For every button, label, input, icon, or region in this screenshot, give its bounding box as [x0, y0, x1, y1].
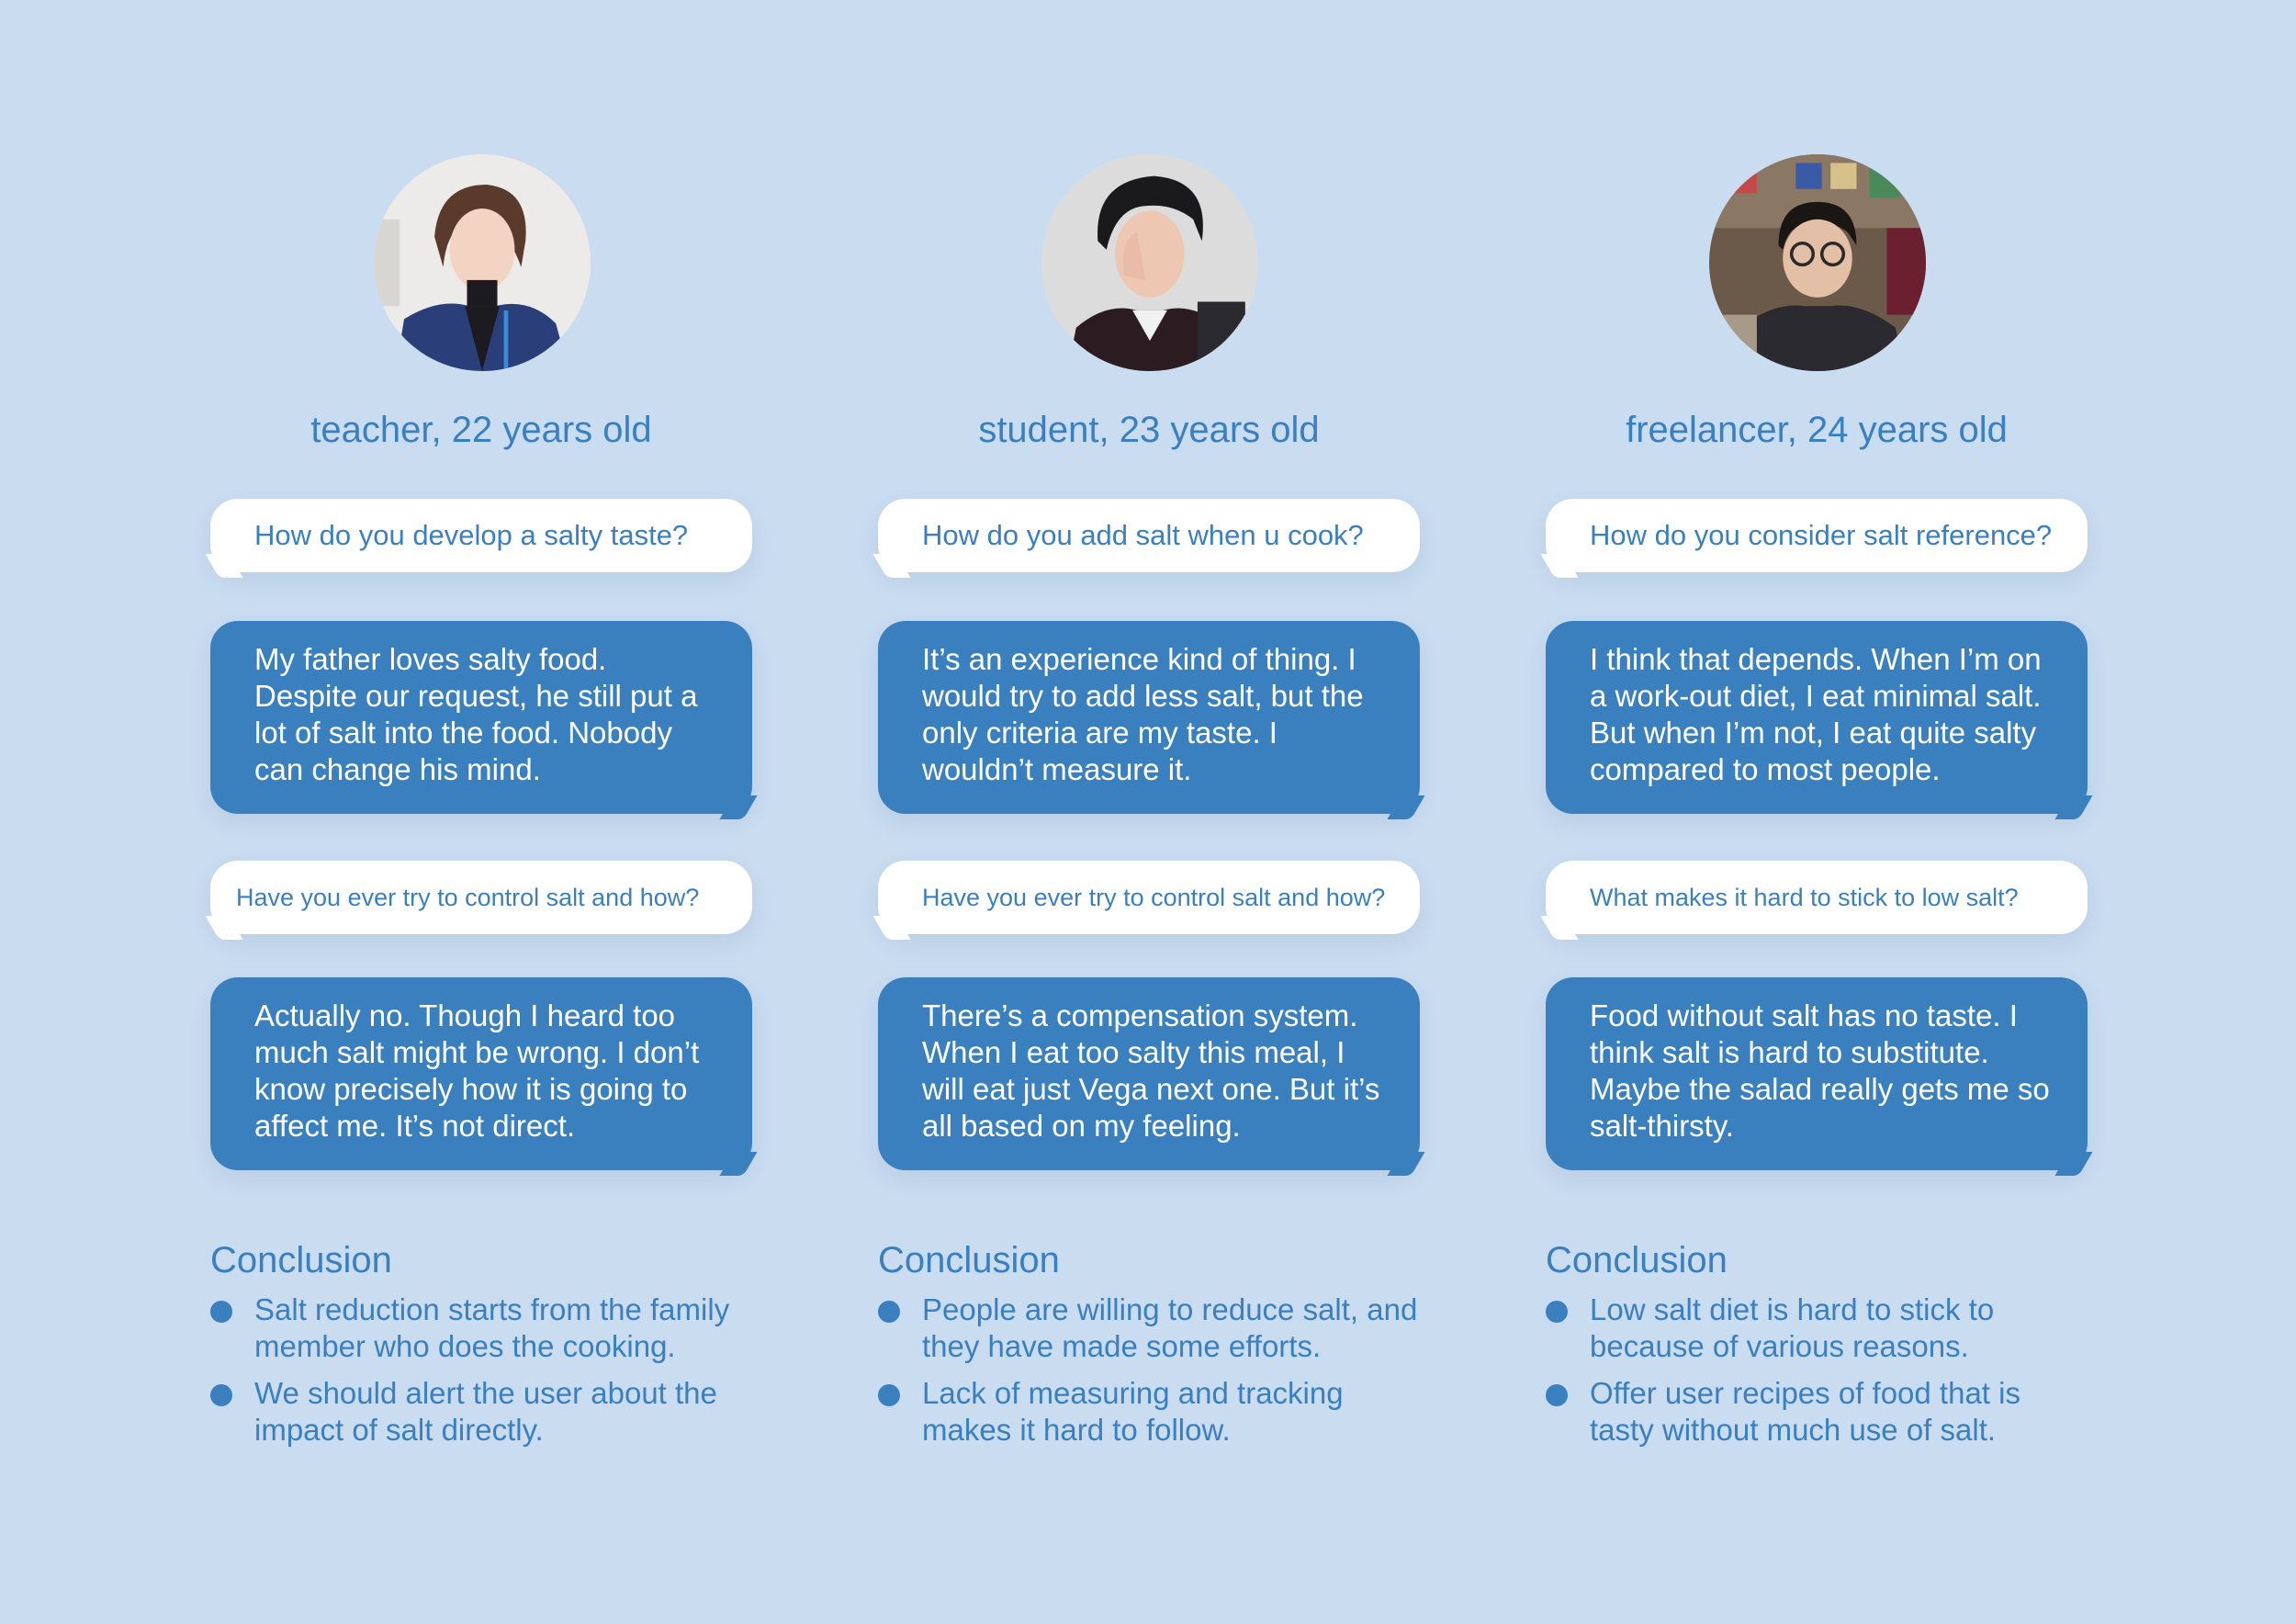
conclusion-list: Low salt diet is hard to stick to becaus… — [1546, 1291, 2088, 1459]
persona-title: freelancer, 24 years old — [1626, 410, 2008, 450]
bullet-dot-icon — [878, 1384, 900, 1406]
conclusion-item: People are willing to reduce salt, and t… — [878, 1291, 1420, 1365]
bullet-dot-icon — [1546, 1301, 1568, 1323]
conclusion-heading: Conclusion — [210, 1240, 392, 1280]
woman-hand-on-face-portrait-photo — [1041, 154, 1258, 371]
persona-title: teacher, 22 years old — [310, 410, 652, 450]
bullet-dot-icon — [210, 1384, 232, 1406]
conclusion-item: Salt reduction starts from the family me… — [210, 1291, 752, 1365]
persona-card-student: student, 23 years old How do you add sal… — [878, 0, 1420, 1624]
question-bubble-1: How do you add salt when u cook? — [878, 499, 1420, 572]
question-bubble-1: How do you develop a salty taste? — [210, 499, 752, 572]
answer-bubble-1: My father loves salty food. Despite our … — [210, 621, 752, 814]
conclusion-item: Low salt diet is hard to stick to becaus… — [1546, 1291, 2088, 1365]
question-bubble-2: Have you ever try to control salt and ho… — [878, 861, 1420, 934]
persona-card-freelancer: freelancer, 24 years old How do you cons… — [1546, 0, 2088, 1624]
woman-portrait-photo — [374, 154, 591, 371]
answer-bubble-2: Actually no. Though I heard too much sal… — [210, 977, 752, 1170]
bullet-dot-icon — [1546, 1384, 1568, 1406]
conclusion-item: Lack of measuring and tracking makes it … — [878, 1375, 1420, 1449]
conclusion-heading: Conclusion — [878, 1240, 1060, 1280]
answer-bubble-1: I think that depends. When I’m on a work… — [1546, 621, 2088, 814]
conclusion-list: People are willing to reduce salt, and t… — [878, 1291, 1420, 1459]
conclusion-list: Salt reduction starts from the family me… — [210, 1291, 752, 1459]
answer-bubble-1: It’s an experience kind of thing. I woul… — [878, 621, 1420, 814]
answer-bubble-2: There’s a compensation system. When I ea… — [878, 977, 1420, 1170]
question-bubble-2: What makes it hard to stick to low salt? — [1546, 861, 2088, 934]
bullet-dot-icon — [210, 1301, 232, 1323]
persona-card-teacher: teacher, 22 years old How do you develop… — [210, 0, 752, 1624]
question-bubble-2: Have you ever try to control salt and ho… — [210, 861, 752, 934]
answer-bubble-2: Food without salt has no taste. I think … — [1546, 977, 2088, 1170]
conclusion-item: We should alert the user about the impac… — [210, 1375, 752, 1449]
question-bubble-1: How do you consider salt reference? — [1546, 499, 2088, 572]
persona-title: student, 23 years old — [978, 410, 1320, 450]
conclusion-heading: Conclusion — [1546, 1240, 1728, 1280]
bullet-dot-icon — [878, 1301, 900, 1323]
conclusion-item: Offer user recipes of food that is tasty… — [1546, 1375, 2088, 1449]
man-glasses-portrait-photo — [1709, 154, 1926, 371]
